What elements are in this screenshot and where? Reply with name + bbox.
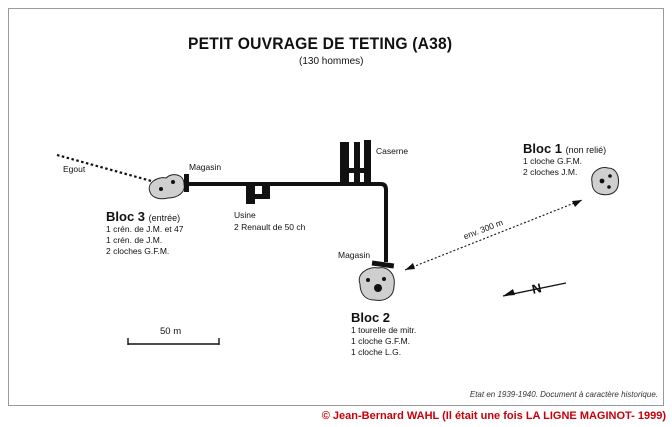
caserne-block [354,142,360,186]
bloc1-qualifier: (non relié) [565,145,607,155]
page-title: PETIT OUVRAGE DE TETING (A38) [188,34,453,53]
caserne-block [364,140,371,186]
historical-note: Etat en 1939-1940. Document à caractère … [469,390,658,399]
bloc3-qualifier: (entrée) [148,213,181,223]
caserne-block [340,142,349,186]
distance-line [404,199,583,271]
usine-block [262,184,270,196]
diagram-frame [8,8,664,406]
bloc1-equipment-2: 2 cloches J.M. [523,167,578,177]
bloc3-equipment-3: 2 cloches G.F.M. [106,246,170,256]
bloc2-equipment-1: 1 tourelle de mitr. [351,325,417,335]
bloc3-equipment-1: 1 crén. de J.M. et 47 [106,224,184,234]
bloc3-title: Bloc 3 (entrée) [106,209,180,224]
bloc2-shape [358,267,395,301]
egout-label: Egout [63,164,86,174]
bloc3-shape [148,174,185,200]
north-arrowhead [503,289,515,296]
scale-label: 50 m [160,326,182,337]
corridor-to-bloc2 [372,182,388,262]
bloc1-equipment-1: 1 cloche G.F.M. [523,156,583,166]
bloc2-cloche [366,278,370,282]
bloc3-equipment-2: 1 crén. de J.M. [106,235,163,245]
bloc2-name: Bloc 2 [351,310,391,325]
bloc1-name: Bloc 1 [523,141,563,156]
bloc1-cloche [599,178,605,184]
bloc2-title: Bloc 2 [351,310,390,325]
usine-label: Usine [234,210,256,220]
bloc2-equipment-2: 1 cloche G.F.M. [351,336,411,346]
usine-block [246,194,270,199]
copyright-notice: © Jean-Bernard WAHL (Il était une fois L… [321,410,666,422]
bloc3-name: Bloc 3 [106,209,146,224]
bloc3-cloche [159,187,163,191]
bloc1-shape [591,167,619,196]
page-subtitle: (130 hommes) [299,56,364,67]
main-gallery [188,182,378,186]
bloc1-cloche [607,185,611,189]
magasin-left-label: Magasin [189,162,222,172]
bloc2-tourelle [374,284,382,292]
usine-detail: 2 Renault de 50 ch [234,222,306,232]
bloc2-equipment-3: 1 cloche L.G. [351,347,402,357]
egout-line [56,153,156,184]
magasin-right-label: Magasin [338,250,371,260]
caserne-label: Caserne [376,146,409,156]
bloc3-cloche [171,180,175,184]
caserne-block [340,168,371,173]
bloc1-title: Bloc 1 (non relié) [523,141,606,156]
bloc2-cloche [382,277,386,281]
magasin-left-marker [184,174,189,192]
distance-arrowhead-start [405,263,415,270]
distance-arrowhead-end [572,200,582,207]
magasin-right-marker [371,260,395,269]
bloc1-cloche [608,174,612,178]
